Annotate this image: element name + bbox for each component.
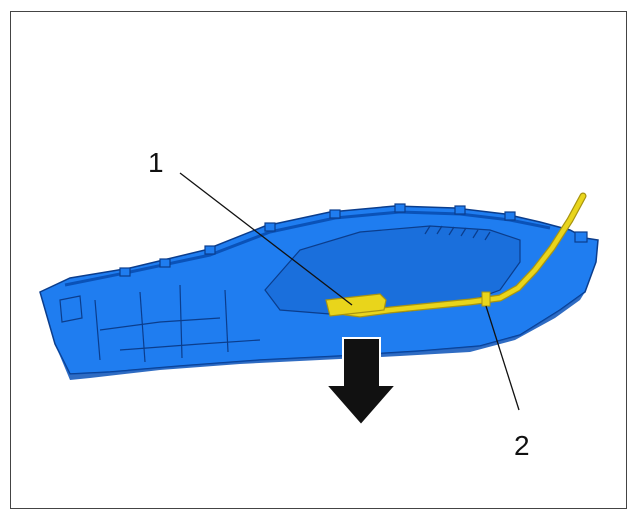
wire-connector (325, 293, 387, 317)
callout-2-leader (485, 305, 520, 411)
callout-1: 1 (148, 147, 353, 306)
callout-2: 2 (485, 305, 530, 461)
callout-1-label: 1 (148, 147, 164, 178)
trim-panel-clips (119, 203, 588, 277)
trim-panel-ribs (59, 284, 261, 363)
wire-retainer (481, 291, 491, 307)
callout-1-leader (179, 172, 353, 306)
arrow-down-icon (323, 337, 399, 427)
wiring-harness (325, 192, 587, 318)
trim-panel (39, 203, 599, 380)
trim-panel-slots (424, 225, 491, 241)
wire (342, 193, 586, 317)
callout-2-label: 2 (514, 430, 530, 461)
